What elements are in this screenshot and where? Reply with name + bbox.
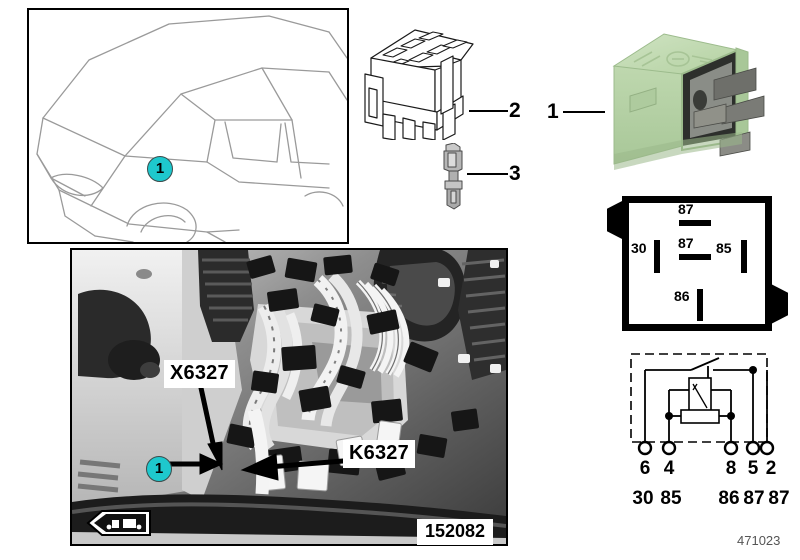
schematic-pin-number-5: 5 [748, 458, 759, 479]
engine-bay-photo-panel [70, 248, 508, 546]
item-label-3: 3 [509, 162, 521, 185]
pin-blade-86 [697, 289, 703, 321]
schematic-pin-number-2: 2 [766, 458, 777, 479]
car-direction-arrow-icon [86, 510, 151, 536]
schematic-pin-number-4: 4 [664, 458, 675, 479]
car-outline-drawing [36, 15, 347, 242]
pin-blade-87-middle [679, 254, 711, 260]
schematic-terminal-30: 30 [632, 488, 653, 506]
photo-label-connector-x6327: X6327 [164, 360, 235, 388]
vehicle-location-panel [27, 8, 349, 244]
relay-component-photo [608, 28, 780, 183]
pin-label-86: 86 [674, 288, 690, 304]
pin-blade-85 [741, 240, 747, 273]
pin-box-tab-right [771, 284, 788, 324]
item-label-1: 1 [547, 100, 559, 123]
leader-line-item-1 [563, 111, 605, 113]
schematic-pin-number-6: 6 [640, 458, 651, 479]
terminal-contact-pin-drawing [434, 142, 472, 211]
pin-label-85: 85 [716, 240, 732, 256]
document-number: 471023 [737, 533, 781, 548]
schematic-terminal-87-a: 87 [743, 488, 764, 506]
callout-marker-1-photo[interactable]: 1 [146, 456, 172, 482]
relay-pin-layout-box [622, 196, 772, 331]
pin-box-tab-left [607, 200, 624, 240]
pin-label-87-middle: 87 [678, 235, 694, 251]
item-label-2: 2 [509, 99, 521, 122]
leader-line-item-2 [469, 110, 508, 112]
schematic-terminal-87-b: 87 [768, 488, 789, 506]
leader-line-item-3 [467, 173, 508, 175]
schematic-terminal-85: 85 [660, 488, 682, 506]
callout-marker-1-vehicle[interactable]: 1 [147, 156, 173, 182]
schematic-pin-number-8: 8 [726, 458, 737, 479]
relay-socket-drawing [357, 22, 477, 141]
relay-circuit-schematic: 6 4 8 5 2 30 85 86 87 87 [601, 344, 797, 509]
photo-label-relay-k6327: K6327 [343, 440, 415, 468]
pin-blade-87-top [679, 220, 711, 226]
pin-label-87-top: 87 [678, 201, 694, 217]
schematic-terminal-86: 86 [718, 488, 739, 506]
photo-image-number: 152082 [417, 519, 494, 545]
pin-label-30: 30 [631, 240, 647, 256]
pin-blade-30 [654, 240, 660, 273]
